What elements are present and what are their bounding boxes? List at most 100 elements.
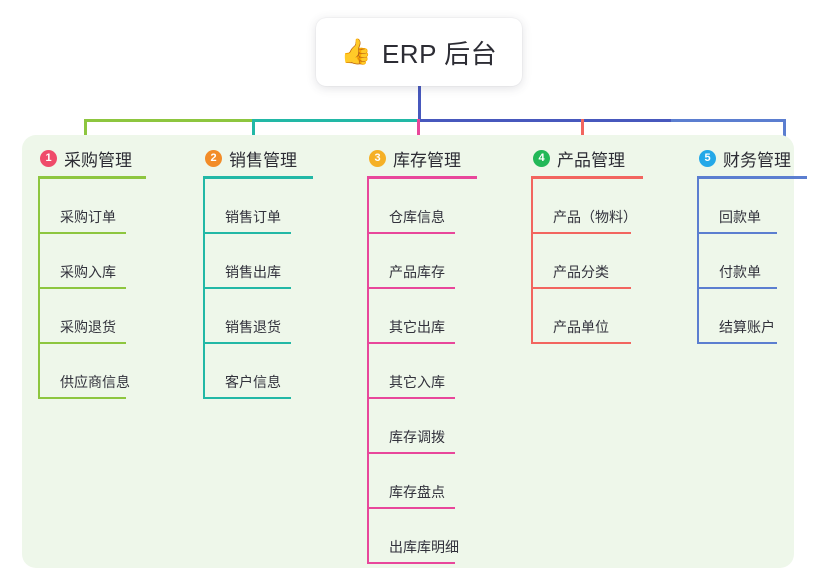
leaf-underline <box>38 342 126 344</box>
leaf-item[interactable]: 产品分类 <box>531 234 643 289</box>
leaf-underline <box>697 342 777 344</box>
leaf-underline <box>697 287 777 289</box>
leaf-label: 供应商信息 <box>60 374 130 390</box>
leaf-label: 付款单 <box>719 264 761 280</box>
leaf-underline <box>531 342 631 344</box>
leaf-label: 回款单 <box>719 209 761 225</box>
leaf-item[interactable]: 库存调拨 <box>367 399 477 454</box>
leaf-item[interactable]: 其它出库 <box>367 289 477 344</box>
leaf-item[interactable]: 产品库存 <box>367 234 477 289</box>
column-rule <box>203 176 313 179</box>
leaf-stem <box>203 234 205 289</box>
leaf-item[interactable]: 产品单位 <box>531 289 643 344</box>
leaf-underline <box>38 232 126 234</box>
leaf-stem <box>367 399 369 454</box>
leaf-label: 其它入库 <box>389 374 445 390</box>
leaf-label: 采购退货 <box>60 319 116 335</box>
connector-bar-segment-4 <box>671 119 785 122</box>
leaf-item[interactable]: 采购退货 <box>38 289 146 344</box>
leaf-item[interactable]: 客户信息 <box>203 344 313 399</box>
connector-root-stem <box>418 86 421 122</box>
leaf-label: 结算账户 <box>719 319 775 335</box>
column-header-3[interactable]: 3 库存管理 <box>367 146 477 170</box>
leaf-item[interactable]: 出库库明细 <box>367 509 477 564</box>
leaf-underline <box>203 342 291 344</box>
leaf-item[interactable]: 销售退货 <box>203 289 313 344</box>
leaf-stem <box>697 289 699 344</box>
column-number-badge: 2 <box>205 149 222 167</box>
leaf-label: 出库库明细 <box>389 539 459 555</box>
column-5: 5 财务管理回款单付款单结算账户 <box>697 146 807 344</box>
leaf-item[interactable]: 供应商信息 <box>38 344 146 399</box>
leaf-stem <box>38 179 40 234</box>
leaf-stem <box>203 179 205 234</box>
leaf-underline <box>367 287 455 289</box>
leaf-item[interactable]: 结算账户 <box>697 289 807 344</box>
leaf-item[interactable]: 销售出库 <box>203 234 313 289</box>
leaf-underline <box>203 397 291 399</box>
column-items: 采购订单采购入库采购退货供应商信息 <box>38 179 146 399</box>
column-title: 销售管理 <box>229 150 297 170</box>
leaf-label: 库存盘点 <box>389 484 445 500</box>
leaf-item[interactable]: 仓库信息 <box>367 179 477 234</box>
leaf-underline <box>531 232 631 234</box>
column-3: 3 库存管理仓库信息产品库存其它出库其它入库库存调拨库存盘点出库库明细 <box>367 146 477 564</box>
column-number-badge: 3 <box>369 149 386 167</box>
column-number-badge: 5 <box>699 149 716 167</box>
leaf-underline <box>38 287 126 289</box>
leaf-item[interactable]: 销售订单 <box>203 179 313 234</box>
leaf-underline <box>367 232 455 234</box>
leaf-stem <box>38 289 40 344</box>
column-title: 产品管理 <box>557 150 625 170</box>
leaf-item[interactable]: 采购订单 <box>38 179 146 234</box>
leaf-stem <box>367 234 369 289</box>
leaf-underline <box>367 452 455 454</box>
column-title: 库存管理 <box>393 150 461 170</box>
leaf-label: 销售出库 <box>225 264 281 280</box>
leaf-stem <box>367 454 369 509</box>
leaf-item[interactable]: 库存盘点 <box>367 454 477 509</box>
leaf-stem <box>367 509 369 564</box>
leaf-label: 采购订单 <box>60 209 116 225</box>
leaf-item[interactable]: 采购入库 <box>38 234 146 289</box>
leaf-label: 产品单位 <box>553 319 609 335</box>
column-rule <box>531 176 643 179</box>
leaf-stem <box>531 179 533 234</box>
leaf-label: 仓库信息 <box>389 209 445 225</box>
leaf-underline <box>697 232 777 234</box>
diagram-panel <box>22 135 794 568</box>
column-title: 财务管理 <box>723 150 791 170</box>
leaf-underline <box>38 397 126 399</box>
leaf-stem <box>531 234 533 289</box>
column-2: 2 销售管理销售订单销售出库销售退货客户信息 <box>203 146 313 399</box>
column-header-2[interactable]: 2 销售管理 <box>203 146 313 170</box>
connector-bar-segment-2 <box>254 119 419 122</box>
leaf-stem <box>531 289 533 344</box>
leaf-stem <box>38 344 40 399</box>
leaf-underline <box>367 397 455 399</box>
thumbs-up-icon: 👍 <box>340 37 372 66</box>
column-header-5[interactable]: 5 财务管理 <box>697 146 807 170</box>
root-title: ERP 后台 <box>381 38 498 69</box>
column-title: 采购管理 <box>64 150 132 170</box>
leaf-item[interactable]: 付款单 <box>697 234 807 289</box>
leaf-stem <box>697 179 699 234</box>
leaf-label: 库存调拨 <box>389 429 445 445</box>
leaf-underline <box>203 287 291 289</box>
connector-bar-segment-3 <box>419 119 671 122</box>
leaf-item[interactable]: 回款单 <box>697 179 807 234</box>
column-items: 销售订单销售出库销售退货客户信息 <box>203 179 313 399</box>
leaf-stem <box>367 179 369 234</box>
leaf-item[interactable]: 其它入库 <box>367 344 477 399</box>
leaf-stem <box>367 289 369 344</box>
leaf-label: 产品分类 <box>553 264 609 280</box>
leaf-item[interactable]: 产品（物料） <box>531 179 643 234</box>
root-node-card[interactable]: 👍 ERP 后台 <box>316 18 522 86</box>
column-items: 仓库信息产品库存其它出库其它入库库存调拨库存盘点出库库明细 <box>367 179 477 564</box>
leaf-label: 销售订单 <box>225 209 281 225</box>
column-items: 产品（物料） 产品分类产品单位 <box>531 179 643 344</box>
